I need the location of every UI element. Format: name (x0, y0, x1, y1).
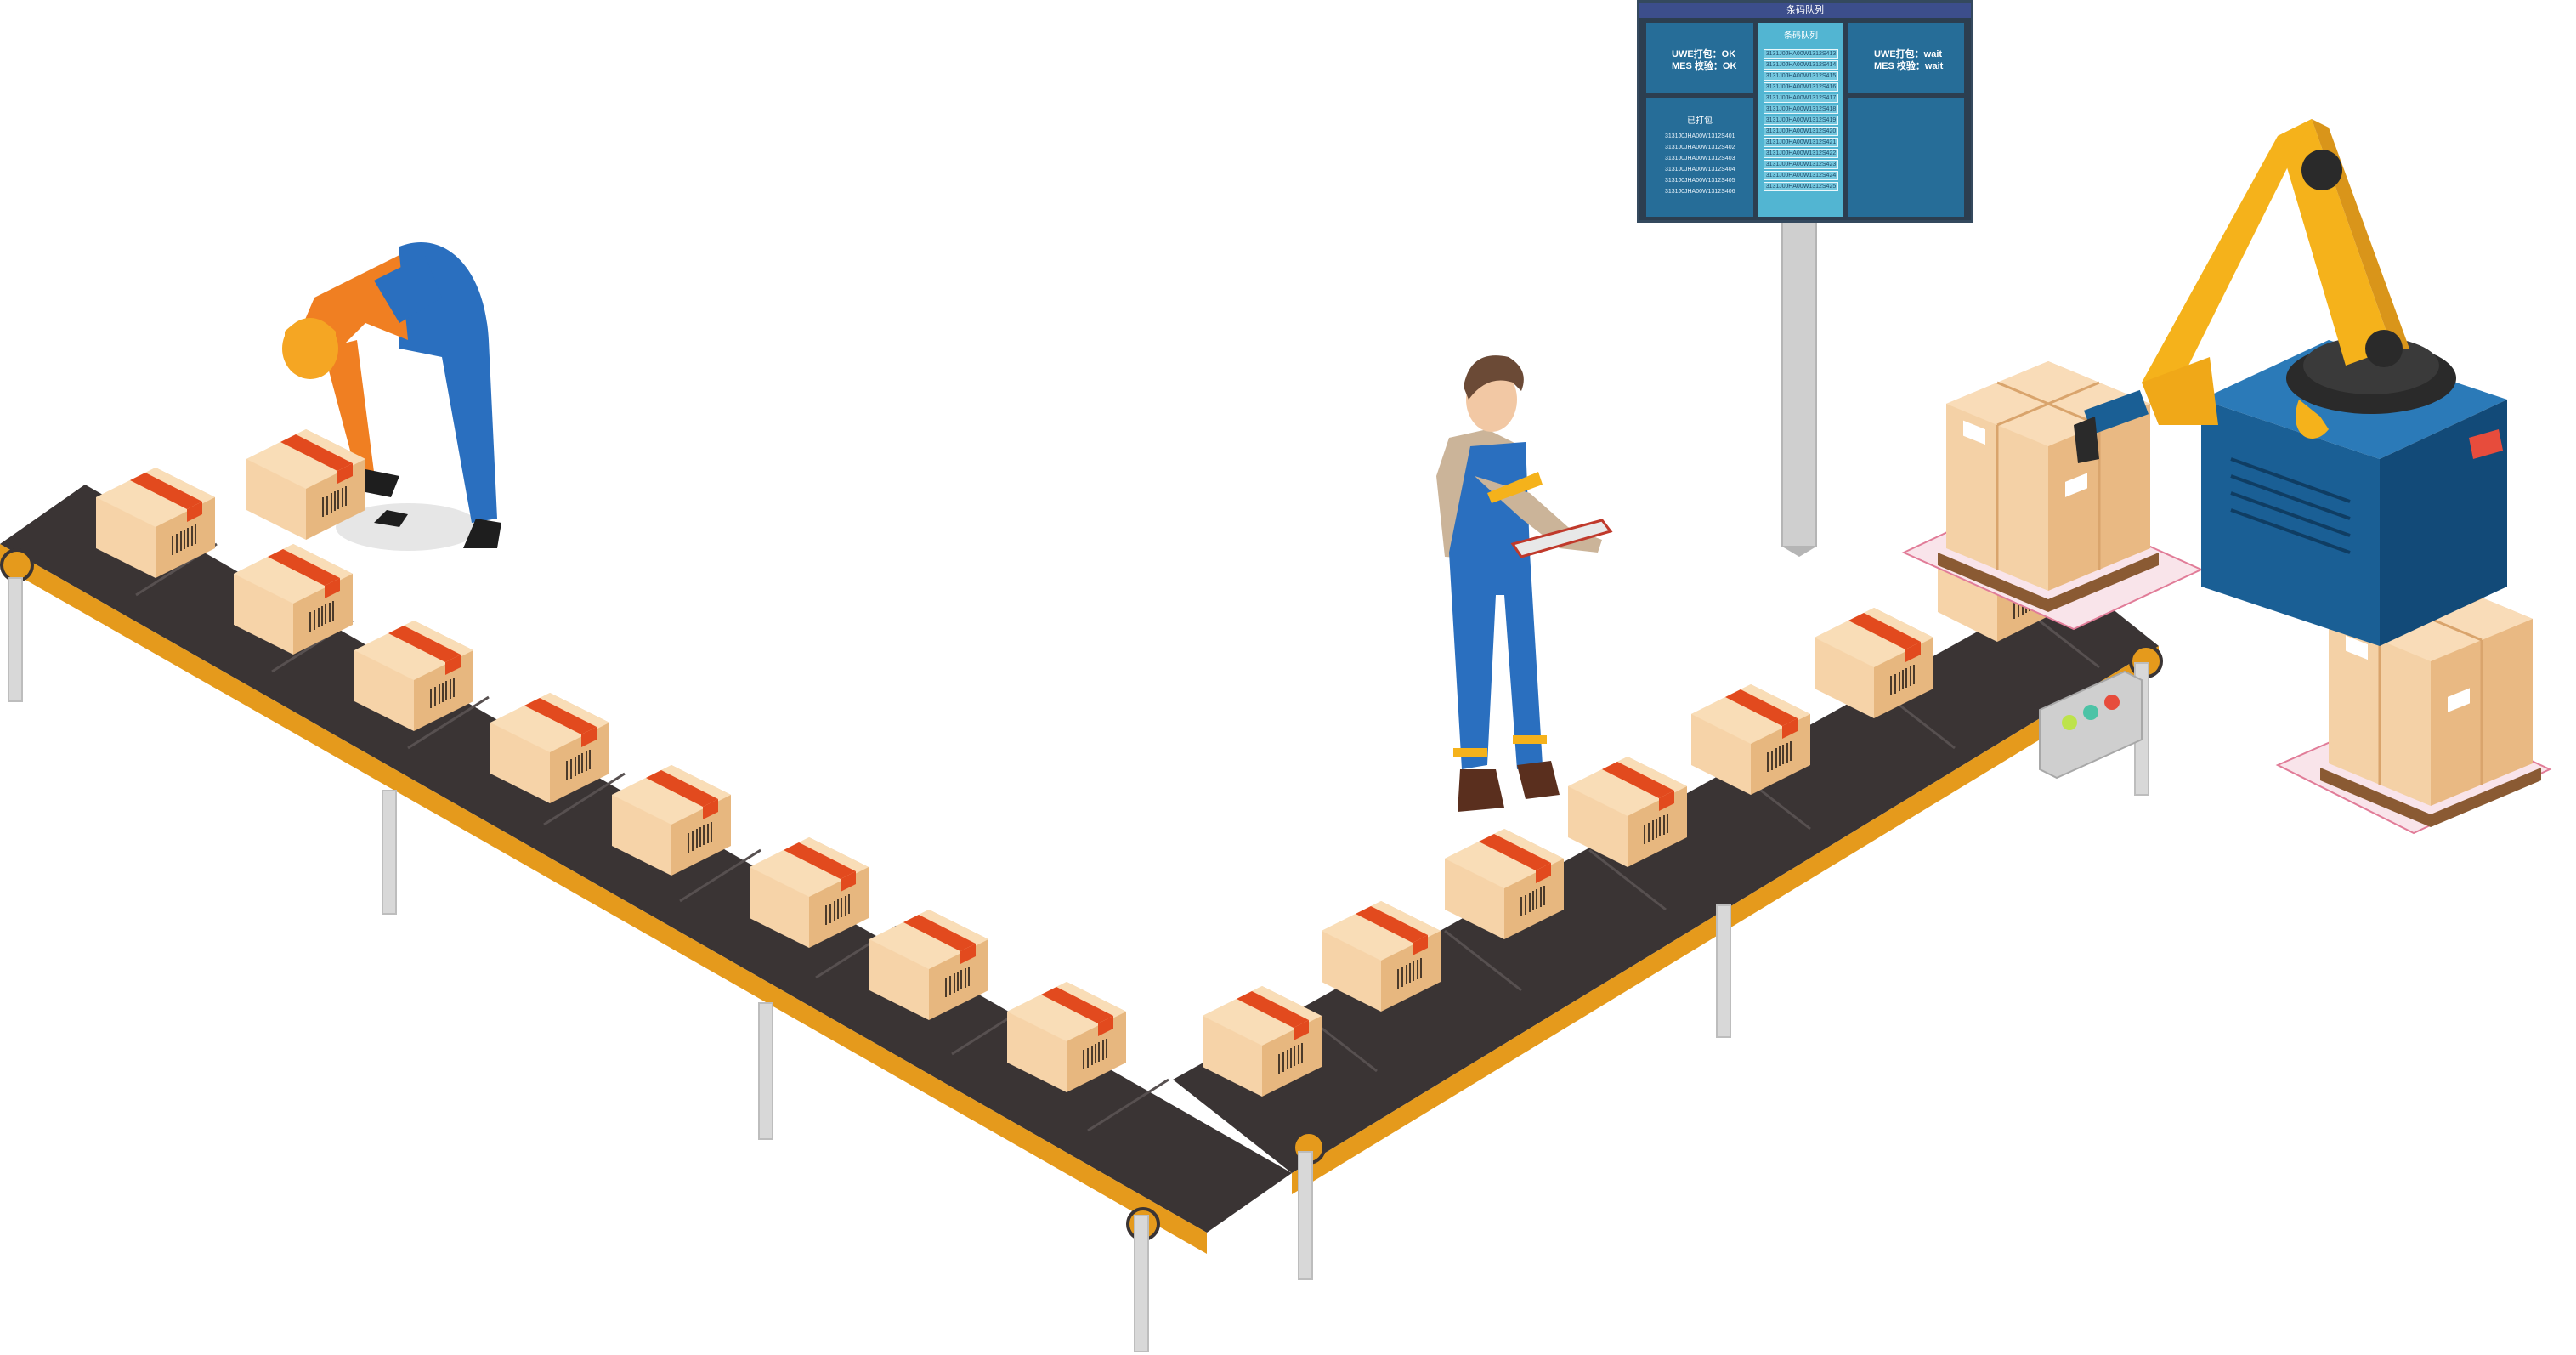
packed-list-panel: 已打包 3131J0JHA00W1312S401 3131J0JHA00W131… (1646, 98, 1753, 217)
list-item: 3131J0JHA00W1312S425 (1764, 182, 1838, 191)
left-status-line: UWE打包：OK (1672, 49, 1736, 60)
robot-arm (2074, 119, 2507, 646)
left-status-panel: UWE打包：OK MES 校验：OK (1646, 23, 1753, 93)
right-status-line: MES 校验：wait (1874, 61, 1944, 71)
conveyor-right (1173, 578, 2163, 1194)
list-item: 3131J0JHA00W1312S415 (1764, 71, 1838, 81)
queue-list-header: 条码队列 (1784, 31, 1818, 41)
list-item: 3131J0JHA00W1312S402 (1665, 145, 1735, 150)
list-item: 3131J0JHA00W1312S422 (1764, 149, 1838, 158)
barcode-queue-monitor: 条码队列 UWE打包：OK MES 校验：OK 已打包 3131J0JHA00W… (1637, 0, 1973, 223)
list-item: 3131J0JHA00W1312S403 (1665, 156, 1735, 162)
list-item: 3131J0JHA00W1312S413 (1764, 49, 1838, 59)
queue-list: 3131J0JHA00W1312S413 3131J0JHA00W1312S41… (1758, 49, 1843, 191)
list-item: 3131J0JHA00W1312S420 (1764, 127, 1838, 136)
list-item: 3131J0JHA00W1312S414 (1764, 60, 1838, 70)
list-item: 3131J0JHA00W1312S424 (1764, 171, 1838, 180)
packed-list: 3131J0JHA00W1312S401 3131J0JHA00W1312S40… (1646, 131, 1753, 197)
control-panel (2039, 670, 2143, 780)
monitor-title: 条码队列 (1639, 3, 1971, 18)
empty-panel (1848, 98, 1964, 217)
list-item: 3131J0JHA00W1312S404 (1665, 167, 1735, 173)
right-status-line: UWE打包：wait (1874, 49, 1943, 60)
list-item: 3131J0JHA00W1312S423 (1764, 160, 1838, 169)
list-item: 3131J0JHA00W1312S419 (1764, 116, 1838, 125)
right-status-panel: UWE打包：wait MES 校验：wait (1848, 23, 1964, 93)
worker-bending (246, 241, 501, 551)
left-status-line: MES 校验：OK (1672, 61, 1737, 71)
conveyor-left (0, 485, 1292, 1254)
list-item: 3131J0JHA00W1312S418 (1764, 105, 1838, 114)
worker-inspector (1436, 355, 1613, 812)
boxes-left (95, 467, 1127, 1093)
list-item: 3131J0JHA00W1312S406 (1665, 189, 1735, 195)
monitor-pole (1781, 218, 1817, 557)
list-item: 3131J0JHA00W1312S421 (1764, 138, 1838, 147)
list-item: 3131J0JHA00W1312S417 (1764, 94, 1838, 103)
list-item: 3131J0JHA00W1312S401 (1665, 133, 1735, 139)
list-item: 3131J0JHA00W1312S405 (1665, 178, 1735, 184)
packed-list-header: 已打包 (1687, 116, 1713, 126)
pallet-stack-output (2275, 575, 2552, 835)
queue-list-panel: 条码队列 3131J0JHA00W1312S413 3131J0JHA00W13… (1758, 23, 1843, 217)
list-item: 3131J0JHA00W1312S416 (1764, 82, 1838, 92)
